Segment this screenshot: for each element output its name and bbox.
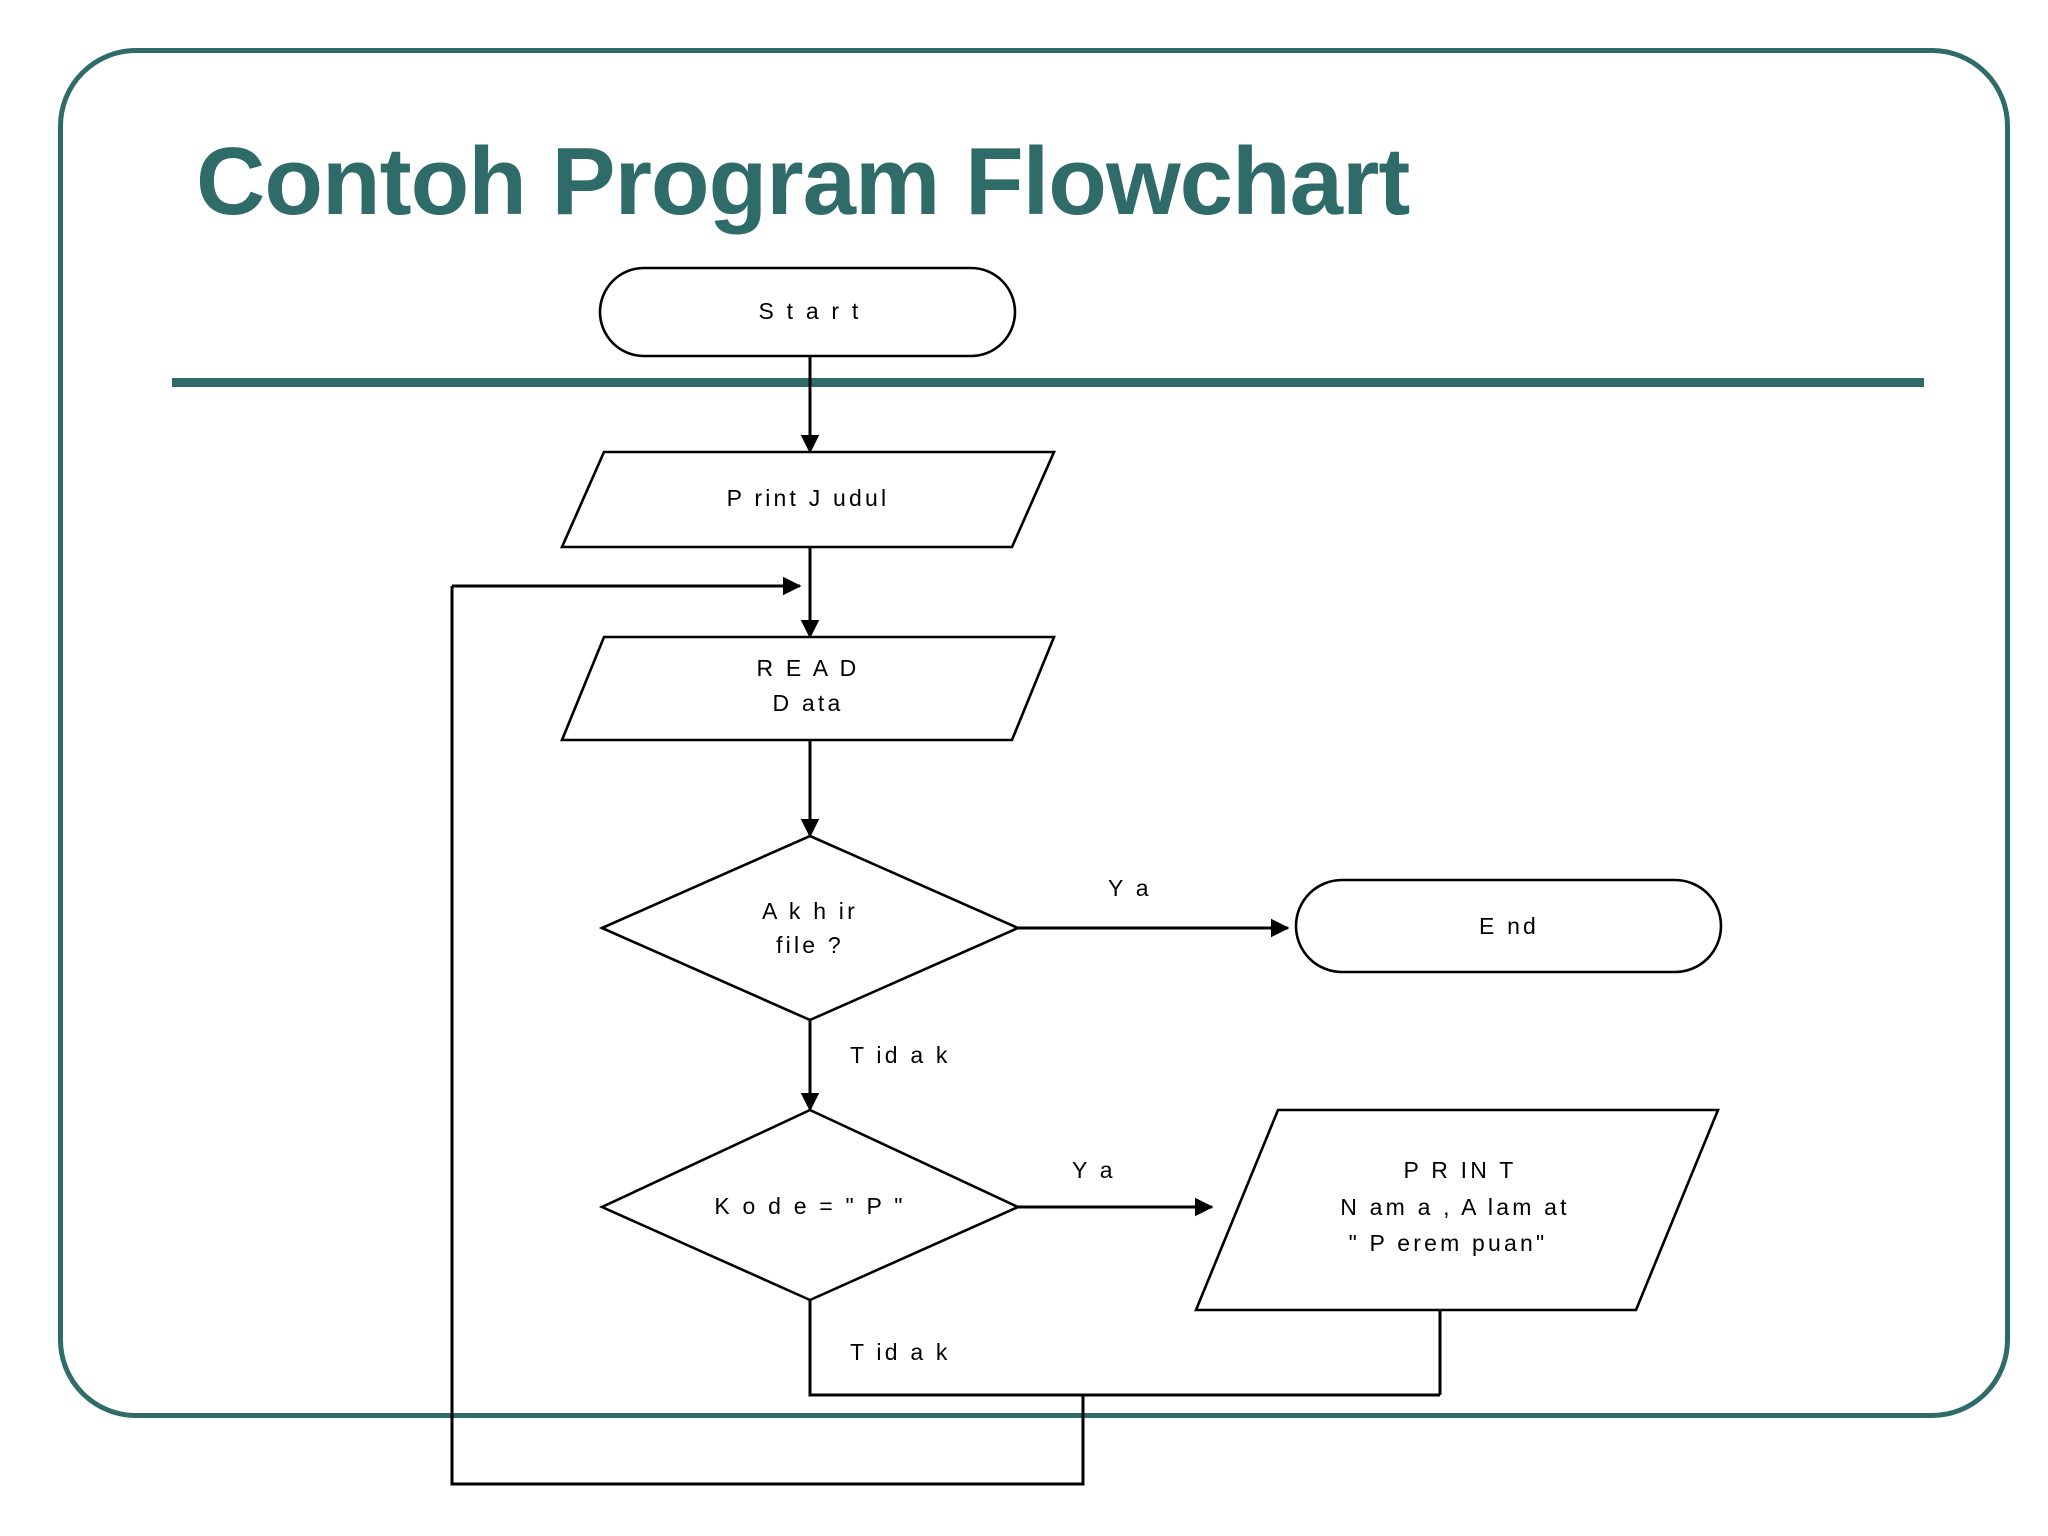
connector-merge-loopback-to-read bbox=[450, 586, 1085, 1486]
print-nama-label-line1: P R IN T bbox=[1404, 1157, 1517, 1183]
connector-kode-tidak-loop bbox=[808, 1300, 1440, 1397]
end-label: E nd bbox=[1479, 913, 1539, 939]
kode-p-label: K o d e = " P " bbox=[714, 1193, 905, 1219]
node-print-nama: P R IN T N am a , A lam at " P erem puan… bbox=[1194, 1108, 1720, 1312]
read-data-label-line1: R E A D bbox=[757, 655, 860, 681]
edge-label-akhir-ya: Y a bbox=[1108, 875, 1152, 901]
node-kode-p: K o d e = " P " bbox=[598, 1108, 1022, 1302]
akhir-file-diamond bbox=[598, 834, 1022, 1022]
start-terminator-shape bbox=[598, 266, 1017, 358]
end-terminator-shape bbox=[1294, 878, 1723, 974]
node-read-data: R E A D D ata bbox=[560, 635, 1056, 742]
start-label: S t a r t bbox=[759, 298, 862, 324]
node-print-judul: P rint J udul bbox=[560, 450, 1056, 549]
print-judul-label: P rint J udul bbox=[727, 485, 890, 511]
akhir-file-label-line2: file ? bbox=[776, 932, 844, 958]
print-nama-label-line2: N am a , A lam at bbox=[1340, 1194, 1570, 1220]
node-end: E nd bbox=[1294, 878, 1723, 974]
print-nama-parallelogram bbox=[1194, 1108, 1720, 1312]
edge-label-kode-ya: Y a bbox=[1072, 1157, 1116, 1183]
read-data-parallelogram bbox=[560, 635, 1056, 742]
print-nama-label-line3: " P erem puan" bbox=[1349, 1230, 1548, 1256]
node-start: S t a r t bbox=[598, 266, 1017, 358]
node-akhir-file: A k h ir file ? bbox=[598, 834, 1022, 1022]
edge-label-kode-tidak: T id a k bbox=[850, 1339, 951, 1365]
title-divider-rule bbox=[172, 378, 1924, 387]
read-data-label-line2: D ata bbox=[773, 690, 844, 716]
kode-p-diamond bbox=[598, 1108, 1022, 1302]
page-title: Contoh Program Flowchart bbox=[196, 128, 1410, 235]
print-judul-parallelogram bbox=[560, 450, 1056, 549]
slide-frame-border bbox=[58, 48, 2010, 1418]
akhir-file-label-line1: A k h ir bbox=[762, 898, 858, 924]
edge-label-akhir-tidak: T id a k bbox=[850, 1042, 951, 1068]
